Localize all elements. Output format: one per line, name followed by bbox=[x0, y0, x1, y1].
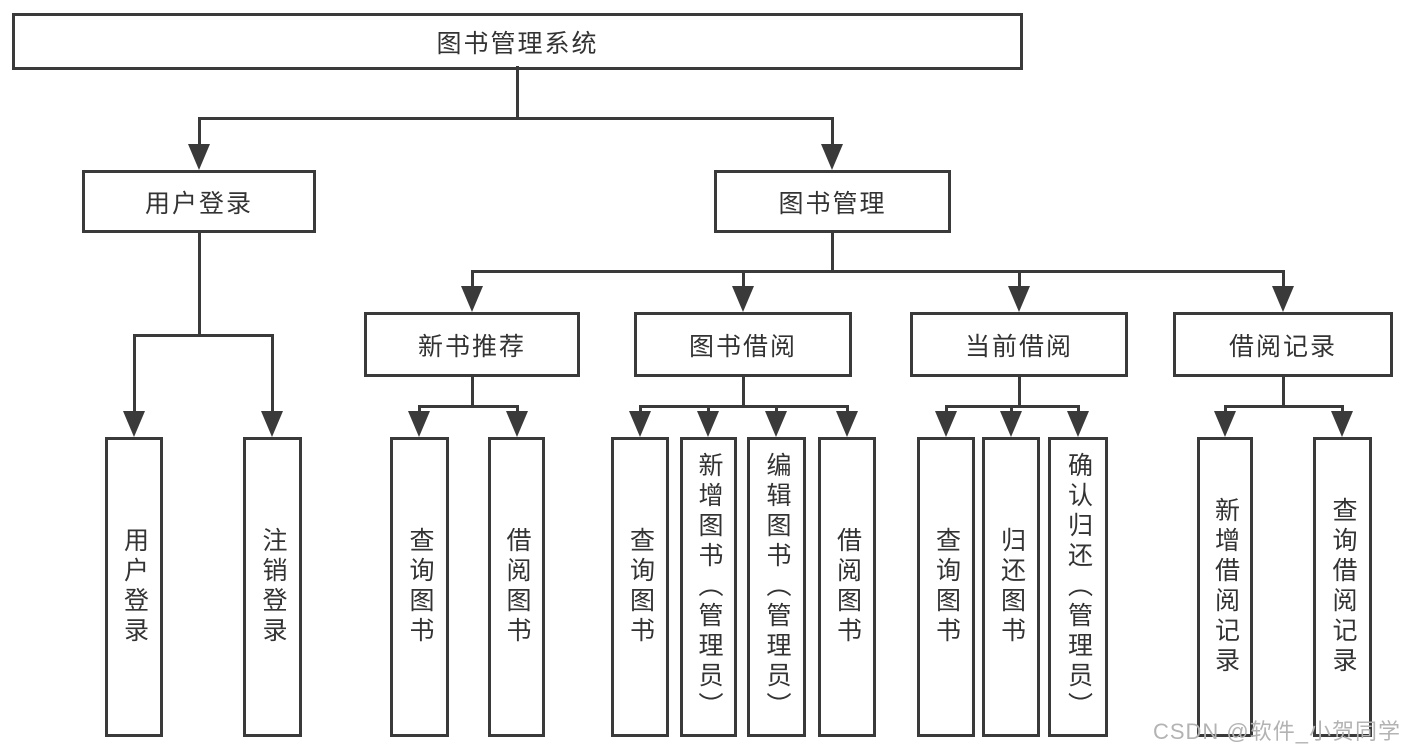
arrow-down-icon bbox=[1008, 286, 1030, 312]
connector-drop bbox=[639, 405, 642, 413]
connector-drop bbox=[418, 405, 421, 413]
connector-stem bbox=[742, 374, 745, 408]
leaf-add-books-admin: 新增图书（管理员） bbox=[680, 437, 737, 737]
arrow-down-icon bbox=[1067, 411, 1089, 437]
connector-drop bbox=[1341, 405, 1344, 413]
connector-bar bbox=[639, 405, 849, 408]
connector-drop-book-management bbox=[831, 117, 834, 145]
arrow-down-icon bbox=[1331, 411, 1353, 437]
leaf-return-books: 归还图书 bbox=[982, 437, 1040, 737]
connector-stem bbox=[1018, 374, 1021, 408]
connector-user-login-bar bbox=[133, 334, 274, 337]
connector-drop bbox=[846, 405, 849, 413]
arrow-down-icon bbox=[188, 144, 210, 170]
arrow-down-icon bbox=[1272, 286, 1294, 312]
leaf-edit-books-admin: 编辑图书（管理员） bbox=[747, 437, 806, 737]
arrow-down-icon bbox=[629, 411, 651, 437]
connector-drop bbox=[945, 405, 948, 413]
leaf-query-books-recommend: 查询图书 bbox=[390, 437, 449, 737]
arrow-down-icon bbox=[1214, 411, 1236, 437]
leaf-query-books-borrow: 查询图书 bbox=[611, 437, 669, 737]
connector-drop-user-login bbox=[198, 117, 201, 145]
connector-drop bbox=[516, 405, 519, 413]
node-current-borrowing: 当前借阅 bbox=[910, 312, 1128, 377]
connector-drop bbox=[775, 405, 778, 413]
connector-drop bbox=[1282, 270, 1285, 288]
arrow-down-icon bbox=[935, 411, 957, 437]
leaf-borrow-books: 借阅图书 bbox=[818, 437, 876, 737]
connector-drop bbox=[133, 334, 136, 413]
leaf-query-borrow-record: 查询借阅记录 bbox=[1313, 437, 1372, 737]
leaf-borrow-books-recommend: 借阅图书 bbox=[488, 437, 545, 737]
connector-drop bbox=[1010, 405, 1013, 413]
connector-user-login-stem bbox=[198, 230, 201, 337]
arrow-down-icon bbox=[506, 411, 528, 437]
connector-root-stem bbox=[516, 66, 519, 120]
arrow-down-icon bbox=[765, 411, 787, 437]
arrow-down-icon bbox=[408, 411, 430, 437]
connector-stem bbox=[1282, 374, 1285, 408]
node-book-management: 图书管理 bbox=[714, 170, 951, 233]
node-new-book-recommendation: 新书推荐 bbox=[364, 312, 580, 377]
connector-book-management-stem bbox=[831, 230, 834, 273]
arrow-down-icon bbox=[461, 286, 483, 312]
arrow-down-icon bbox=[836, 411, 858, 437]
arrow-down-icon bbox=[261, 411, 283, 437]
node-user-login: 用户登录 bbox=[82, 170, 316, 233]
node-book-borrowing: 图书借阅 bbox=[634, 312, 852, 377]
connector-drop bbox=[1224, 405, 1227, 413]
leaf-logout: 注销登录 bbox=[243, 437, 302, 737]
leaf-user-login: 用户登录 bbox=[105, 437, 163, 737]
arrow-down-icon bbox=[732, 286, 754, 312]
node-borrowing-records: 借阅记录 bbox=[1173, 312, 1393, 377]
leaf-confirm-return-admin: 确认归还（管理员） bbox=[1048, 437, 1108, 737]
connector-drop bbox=[1077, 405, 1080, 413]
connector-bar bbox=[418, 405, 519, 408]
leaf-query-books-current: 查询图书 bbox=[917, 437, 975, 737]
node-library-management-system: 图书管理系统 bbox=[12, 13, 1023, 70]
connector-stem bbox=[471, 374, 474, 408]
arrow-down-icon bbox=[1000, 411, 1022, 437]
connector-level2-bar bbox=[198, 117, 834, 120]
watermark: CSDN @软件_小贺同学 bbox=[1152, 719, 1401, 744]
connector-drop bbox=[1018, 270, 1021, 288]
connector-bar bbox=[1224, 405, 1344, 408]
leaf-add-borrow-record: 新增借阅记录 bbox=[1197, 437, 1253, 737]
arrow-down-icon bbox=[123, 411, 145, 437]
connector-drop bbox=[742, 270, 745, 288]
arrow-down-icon bbox=[697, 411, 719, 437]
connector-drop bbox=[471, 270, 474, 288]
arrow-down-icon bbox=[821, 144, 843, 170]
connector-level3-bar bbox=[471, 270, 1285, 273]
connector-drop bbox=[707, 405, 710, 413]
connector-drop bbox=[271, 334, 274, 413]
